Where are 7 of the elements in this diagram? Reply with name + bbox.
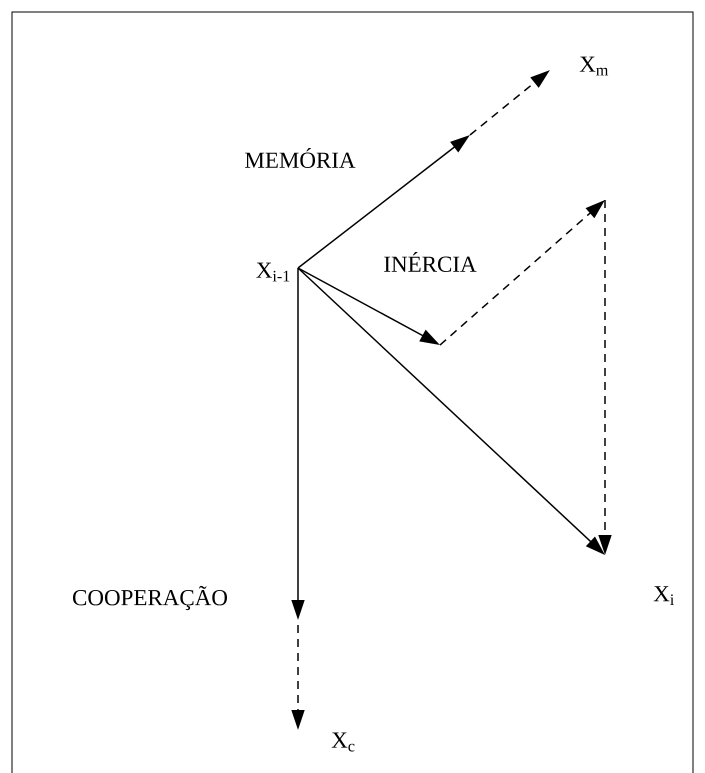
edge-label: MEMÓRIA bbox=[243, 147, 357, 169]
edge-label: INÉRCIA bbox=[382, 251, 478, 273]
point-label: X$_{m}$ bbox=[580, 56, 608, 76]
point-label: X$_{i}$ bbox=[654, 586, 674, 605]
edge-label: COOPERAÇÃO bbox=[71, 584, 229, 612]
point-label: X$_{i-1}$ bbox=[256, 262, 290, 282]
point-label: X$_{c}$ bbox=[332, 732, 354, 752]
